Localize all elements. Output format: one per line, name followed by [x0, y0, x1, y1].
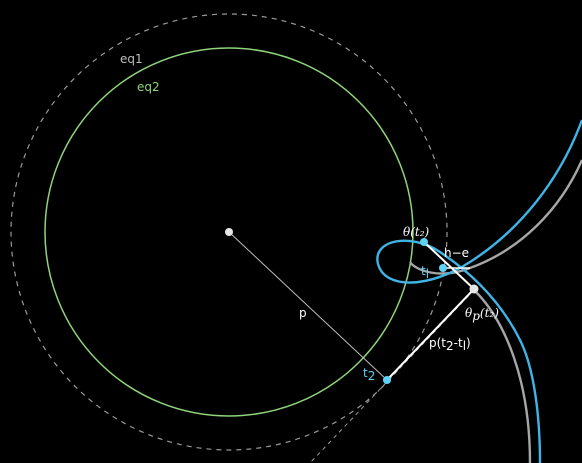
segment-h-e: [423, 241, 475, 290]
p-label: p: [299, 306, 307, 320]
blue-orbit-curve: [376, 119, 582, 463]
theta-p-label: θp(t₂): [465, 306, 499, 323]
theta-t2-symbol: θ: [403, 225, 411, 239]
theta-t2-arg: (t₂): [410, 225, 429, 239]
t2-point: [383, 376, 391, 384]
theta-t2-point: [420, 238, 428, 246]
t1-sub: l: [426, 267, 429, 281]
gray-trajectory-curve: [408, 159, 582, 463]
theta-p-symbol: θ: [465, 306, 473, 320]
p-t2-t1-main: p(t: [429, 336, 446, 350]
eq2-label: eq2: [137, 80, 160, 94]
t2-label: t2: [363, 366, 375, 383]
theta-t2-label: θ(t₂): [403, 225, 430, 239]
h-minus-e-label: h−e: [444, 246, 469, 260]
t1-label: tl: [421, 264, 429, 281]
p-t2-t1-close: ): [466, 336, 471, 350]
center-point: [225, 228, 233, 236]
t1-point: [439, 264, 447, 272]
p-t2-t1-sub2: 2: [446, 339, 454, 353]
theta-p-arg: (t₂): [480, 306, 499, 320]
p-t2-t1-label: p(t2-tl): [429, 336, 471, 353]
t1-main: t: [421, 264, 426, 278]
t2-main: t: [363, 366, 368, 380]
theta-p-point: [469, 284, 479, 294]
eq1-circle: [10, 13, 448, 451]
theta-p-sub: p: [472, 309, 480, 323]
p-t2-t1-mid: -t: [454, 336, 463, 350]
eq1-label: eq1: [120, 52, 143, 66]
segment-p-t2-t1: [386, 288, 475, 381]
p-t2-t1-subl: l: [463, 339, 466, 353]
eq2-circle: [44, 47, 414, 417]
radius-line-p: [228, 231, 388, 381]
t2-sub: 2: [368, 369, 376, 383]
